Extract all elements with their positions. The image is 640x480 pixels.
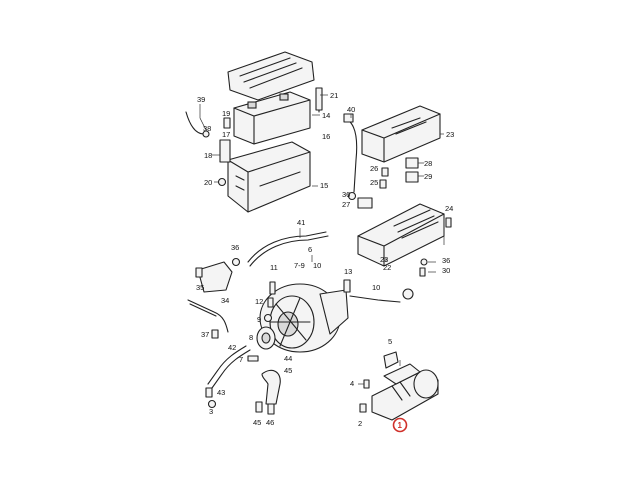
- callout-45-upper: 45: [284, 366, 292, 375]
- callout-30: 30: [442, 266, 450, 275]
- bolt-12[interactable]: [267, 297, 274, 308]
- bolt-11[interactable]: [269, 281, 276, 295]
- fuse-carrier-23[interactable]: [361, 105, 441, 163]
- callout-7-9: 7-9: [294, 261, 305, 270]
- callout-5: 5: [388, 337, 392, 346]
- callout-24: 24: [445, 204, 453, 213]
- callout-40: 40: [347, 105, 355, 114]
- callout-16: 16: [322, 132, 330, 141]
- bolt-13[interactable]: [343, 279, 351, 293]
- cable-10[interactable]: [349, 288, 414, 303]
- fuse-25[interactable]: [381, 167, 389, 177]
- callout-18: 18: [204, 151, 212, 160]
- callout-1: 1: [398, 421, 403, 430]
- nut-9[interactable]: [263, 313, 273, 323]
- callout-23-top: 23: [446, 130, 454, 139]
- callout-42: 42: [228, 343, 236, 352]
- pipe-38[interactable]: [187, 299, 229, 333]
- pulley-8[interactable]: [256, 326, 276, 350]
- callout-4: 4: [350, 379, 354, 388]
- callout-36-top: 36: [342, 190, 350, 199]
- bolt-37[interactable]: [211, 329, 219, 339]
- callout-10-top: 10: [313, 261, 321, 270]
- bolt-43[interactable]: [205, 387, 213, 398]
- callout-21: 21: [330, 91, 338, 100]
- bolt-36-right[interactable]: [420, 258, 428, 266]
- callout-17: 17: [222, 130, 230, 139]
- callout-10-right: 10: [372, 283, 380, 292]
- callout-35: 35: [196, 283, 204, 292]
- callout-45-lower: 45: [253, 418, 261, 427]
- alternator[interactable]: [259, 283, 349, 353]
- bolt-35[interactable]: [195, 267, 203, 278]
- bolt-3[interactable]: [207, 399, 217, 409]
- callout-19: 19: [222, 109, 230, 118]
- leader-lines: [199, 94, 445, 385]
- callout-25: 25: [370, 178, 378, 187]
- bolt-7[interactable]: [247, 355, 259, 362]
- callout-labels: 39 38 19 17 18 20 21 14 16 15 40 23 28 2…: [196, 91, 454, 428]
- callout-20: 20: [204, 178, 212, 187]
- relay-29[interactable]: [405, 171, 419, 183]
- bracket-34[interactable]: [197, 261, 233, 293]
- callout-9: 9: [257, 315, 261, 324]
- connector-27[interactable]: [357, 197, 373, 209]
- callout-28: 28: [424, 159, 432, 168]
- electronics-box-22[interactable]: [357, 203, 445, 267]
- nut-36-left[interactable]: [231, 257, 241, 267]
- callout-13: 13: [344, 267, 352, 276]
- callout-38: 38: [203, 124, 211, 133]
- callout-46: 46: [266, 418, 274, 427]
- callout-37: 37: [201, 330, 209, 339]
- ground-cable-39[interactable]: [185, 111, 210, 138]
- callout-36-right: 36: [442, 256, 450, 265]
- callout-15: 15: [320, 181, 328, 190]
- cable-41[interactable]: [247, 231, 329, 267]
- callout-39: 39: [197, 95, 205, 104]
- callout-27: 27: [342, 200, 350, 209]
- callout-12: 12: [255, 297, 263, 306]
- callout-6: 6: [308, 245, 312, 254]
- bracket-44[interactable]: [261, 369, 281, 405]
- fuse-26[interactable]: [379, 179, 387, 189]
- bracket-5[interactable]: [383, 351, 399, 369]
- bolt-30[interactable]: [419, 267, 426, 277]
- callout-34: 34: [221, 296, 229, 305]
- callout-3: 3: [209, 407, 213, 416]
- bolt-19[interactable]: [223, 117, 231, 129]
- vent-tube-21[interactable]: [315, 87, 323, 113]
- bolt-20[interactable]: [217, 177, 227, 187]
- callout-11: 11: [270, 263, 278, 272]
- starter-motor[interactable]: [371, 363, 439, 421]
- bolt-24[interactable]: [445, 217, 452, 228]
- bracket-18[interactable]: [219, 139, 231, 163]
- callout-23-lower: 23: [380, 255, 388, 264]
- bolt-46[interactable]: [267, 403, 275, 415]
- bolt-4[interactable]: [363, 379, 370, 389]
- callout-14: 14: [322, 111, 330, 120]
- callout-22: 22: [383, 263, 391, 272]
- callout-36-left: 36: [231, 243, 239, 252]
- nut-36-top[interactable]: [347, 191, 357, 201]
- callout-29: 29: [424, 172, 432, 181]
- callout-7: 7: [239, 355, 243, 364]
- callout-44: 44: [284, 354, 292, 363]
- bolt-2[interactable]: [359, 403, 367, 413]
- cable-42[interactable]: [207, 345, 251, 389]
- battery[interactable]: [233, 91, 311, 145]
- highlight-part-1[interactable]: 1: [392, 417, 408, 433]
- battery-cable-40[interactable]: [343, 113, 358, 193]
- callout-2: 2: [358, 419, 362, 428]
- bolt-45[interactable]: [255, 401, 263, 413]
- battery-tray[interactable]: [227, 141, 311, 213]
- callout-8: 8: [249, 333, 253, 342]
- battery-cover[interactable]: [227, 51, 315, 101]
- callout-43: 43: [217, 388, 225, 397]
- callout-26: 26: [370, 164, 378, 173]
- relay-28[interactable]: [405, 157, 419, 169]
- callout-41: 41: [297, 218, 305, 227]
